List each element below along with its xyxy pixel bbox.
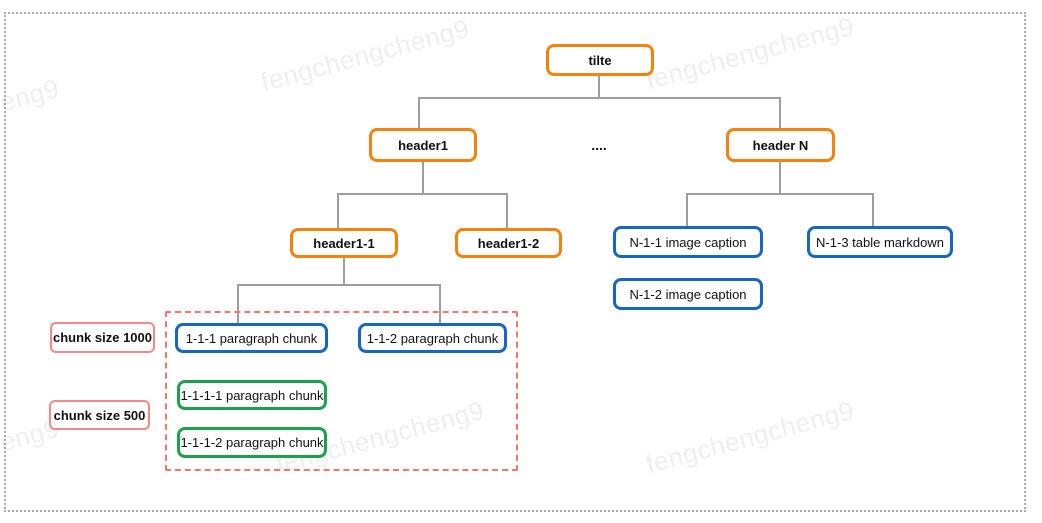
label-chunk-size-500: chunk size 500 xyxy=(49,400,150,430)
connector-to-header1 xyxy=(418,97,420,128)
connector-header1-1-down xyxy=(343,258,345,285)
node-header1-1: header1-1 xyxy=(290,228,398,258)
connector-to-header1-2 xyxy=(506,193,508,228)
connector-header-n-horizontal xyxy=(686,193,874,195)
label-chunk-size-1000: chunk size 1000 xyxy=(50,322,155,353)
connector-to-header-n xyxy=(779,97,781,128)
connector-to-n-1-3 xyxy=(872,193,874,226)
connector-header1-down xyxy=(422,162,424,194)
connector-to-n-1-1 xyxy=(686,193,688,226)
node-n-1-2-image-caption: N-1-2 image caption xyxy=(613,278,763,310)
connector-to-chunk-1-1-2 xyxy=(439,284,441,323)
node-header-n: header N xyxy=(726,128,835,162)
connector-title-down xyxy=(598,76,600,98)
node-header1: header1 xyxy=(369,128,477,162)
connector-header1-1-horizontal xyxy=(237,284,441,286)
connector-title-horizontal xyxy=(418,97,781,99)
node-chunk-1-1-1-1: 1-1-1-1 paragraph chunk xyxy=(177,380,327,410)
node-chunk-1-1-2: 1-1-2 paragraph chunk xyxy=(358,323,507,353)
connector-header-n-down xyxy=(779,162,781,194)
connector-to-header1-1 xyxy=(337,193,339,228)
ellipsis-more-headers: .... xyxy=(591,137,607,153)
node-n-1-3-table-markdown: N-1-3 table markdown xyxy=(807,226,953,258)
node-chunk-1-1-1-2: 1-1-1-2 paragraph chunk xyxy=(177,427,327,458)
connector-header1-horizontal xyxy=(337,193,508,195)
node-n-1-1-image-caption: N-1-1 image caption xyxy=(613,226,763,258)
chunk-region-dashed-box xyxy=(165,311,518,471)
outer-dotted-frame xyxy=(4,12,1026,512)
node-title: tilte xyxy=(546,44,654,76)
node-chunk-1-1-1: 1-1-1 paragraph chunk xyxy=(175,323,328,353)
node-header1-2: header1-2 xyxy=(455,228,562,258)
connector-to-chunk-1-1-1 xyxy=(237,284,239,323)
